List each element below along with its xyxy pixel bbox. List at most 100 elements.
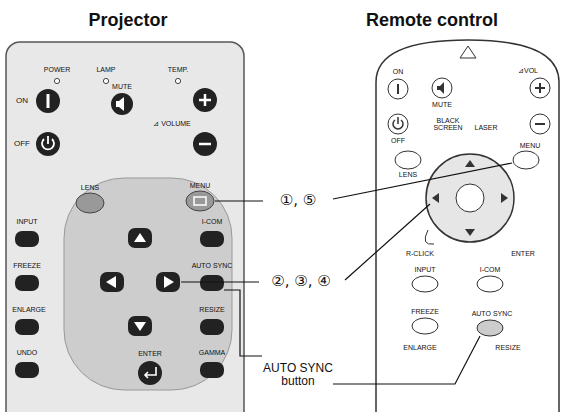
mute-button: [111, 93, 133, 115]
leader-line: [181, 281, 259, 282]
pad-center: [456, 184, 484, 212]
panel-label: UNDO: [12, 349, 42, 356]
remote-label: FREEZE: [407, 308, 443, 315]
panel-label: MUTE: [107, 83, 137, 90]
remote-label: INPUT: [410, 266, 440, 273]
freeze-button: [15, 275, 39, 291]
mute-symbol: [437, 82, 444, 94]
enter-symbol: [145, 367, 156, 378]
left-arrow: [432, 193, 439, 203]
panel-label: MENU: [185, 182, 215, 189]
on-button: [36, 89, 60, 113]
remote-label: OFF: [387, 137, 409, 144]
side-buttons: [15, 231, 224, 378]
remote-label: BLACK SCREEN: [433, 117, 463, 132]
volume-up-button: [530, 78, 550, 98]
on-symbol: [397, 84, 399, 94]
volume-up-button: [193, 88, 217, 112]
left-arrow: [106, 276, 116, 288]
panel-label: ENLARGE: [7, 306, 51, 313]
laser-window: [460, 46, 476, 58]
left-button: [100, 272, 124, 292]
panel-label: I-COM: [196, 218, 228, 225]
right-arrow: [501, 193, 508, 203]
panel-label: LAMP: [91, 66, 121, 73]
on-symbol: [47, 94, 50, 108]
projector-panel: [6, 42, 244, 412]
plus-symbol: [535, 83, 545, 93]
down-arrow: [134, 322, 146, 331]
panel-label: LENS: [75, 184, 105, 191]
leader-line: [333, 163, 512, 199]
menu-symbol: [194, 197, 206, 205]
leader-line: [333, 336, 480, 384]
callout-label: AUTO SYNC button: [263, 362, 333, 387]
panel-housing: [6, 42, 244, 412]
off-button: [36, 132, 60, 156]
callout-number: ①, ⑤: [266, 193, 330, 209]
remote-label: ENLARGE: [400, 344, 440, 351]
mute-button: [432, 78, 452, 98]
remote-label: LENS: [396, 171, 420, 178]
menu-button: [513, 151, 539, 169]
led: [54, 78, 59, 83]
up-button: [128, 228, 152, 248]
remote-label: ⊿VOL: [511, 67, 545, 74]
remote-housing: [376, 40, 559, 412]
off-symbol: [393, 117, 403, 129]
panel-label: ENTER: [133, 350, 167, 357]
remote-label: R-CLICK: [402, 250, 438, 257]
lens-button: [76, 193, 104, 213]
remote-label: RESIZE: [491, 344, 525, 351]
remote-control: [376, 40, 559, 412]
panel-label: GAMMA: [194, 349, 230, 356]
minus-symbol: [199, 143, 211, 146]
panel-label: AUTO SYNC: [190, 262, 234, 269]
freeze-button: [412, 318, 438, 334]
leader-lines: [181, 163, 512, 384]
resize-button: [200, 319, 224, 335]
leader-line: [224, 290, 262, 356]
volume-down-button: [193, 132, 217, 156]
auto-sync-button: [200, 275, 224, 291]
panel-label: RESIZE: [194, 306, 230, 313]
panel-label: INPUT: [10, 218, 44, 225]
input-button: [15, 231, 39, 247]
minus-symbol: [535, 123, 545, 125]
panel-label: ON: [12, 97, 32, 105]
control-region: [64, 178, 232, 390]
right-button: [156, 272, 180, 292]
undo-button: [15, 362, 39, 378]
remote-label: AUTO SYNC: [468, 310, 516, 317]
callout-number: ②, ③, ④: [261, 274, 341, 290]
enter-button: [138, 361, 162, 385]
arrow-symbols: [106, 233, 174, 331]
remote-label: MENU: [515, 142, 545, 149]
up-arrow: [465, 160, 475, 167]
remote-label: I-COM: [475, 266, 505, 273]
auto-sync-button: [477, 320, 503, 336]
remote-label: ENTER: [507, 250, 539, 257]
panel-label: OFF: [11, 140, 33, 148]
heading: Remote control: [347, 11, 517, 30]
leader-line: [215, 200, 263, 201]
enlarge-button: [15, 319, 39, 335]
down-arrow: [465, 229, 475, 236]
menu-button: [186, 191, 214, 211]
off-button: [388, 114, 408, 134]
panel-label: TEMP.: [163, 66, 193, 73]
remote-buttons: [412, 276, 503, 336]
heading: Projector: [53, 11, 203, 30]
icom-button: [200, 231, 224, 247]
up-arrow: [134, 233, 146, 242]
plus-symbol: [199, 94, 211, 106]
gamma-button: [200, 362, 224, 378]
input-button: [412, 276, 438, 292]
panel-label: POWER: [40, 66, 74, 73]
off-symbol: [42, 136, 54, 149]
remote-label: ON: [388, 68, 408, 75]
remote-label: MUTE: [427, 101, 457, 108]
panel-label: ⊿ VOLUME: [147, 120, 197, 127]
remote-label: LASER: [471, 124, 501, 131]
